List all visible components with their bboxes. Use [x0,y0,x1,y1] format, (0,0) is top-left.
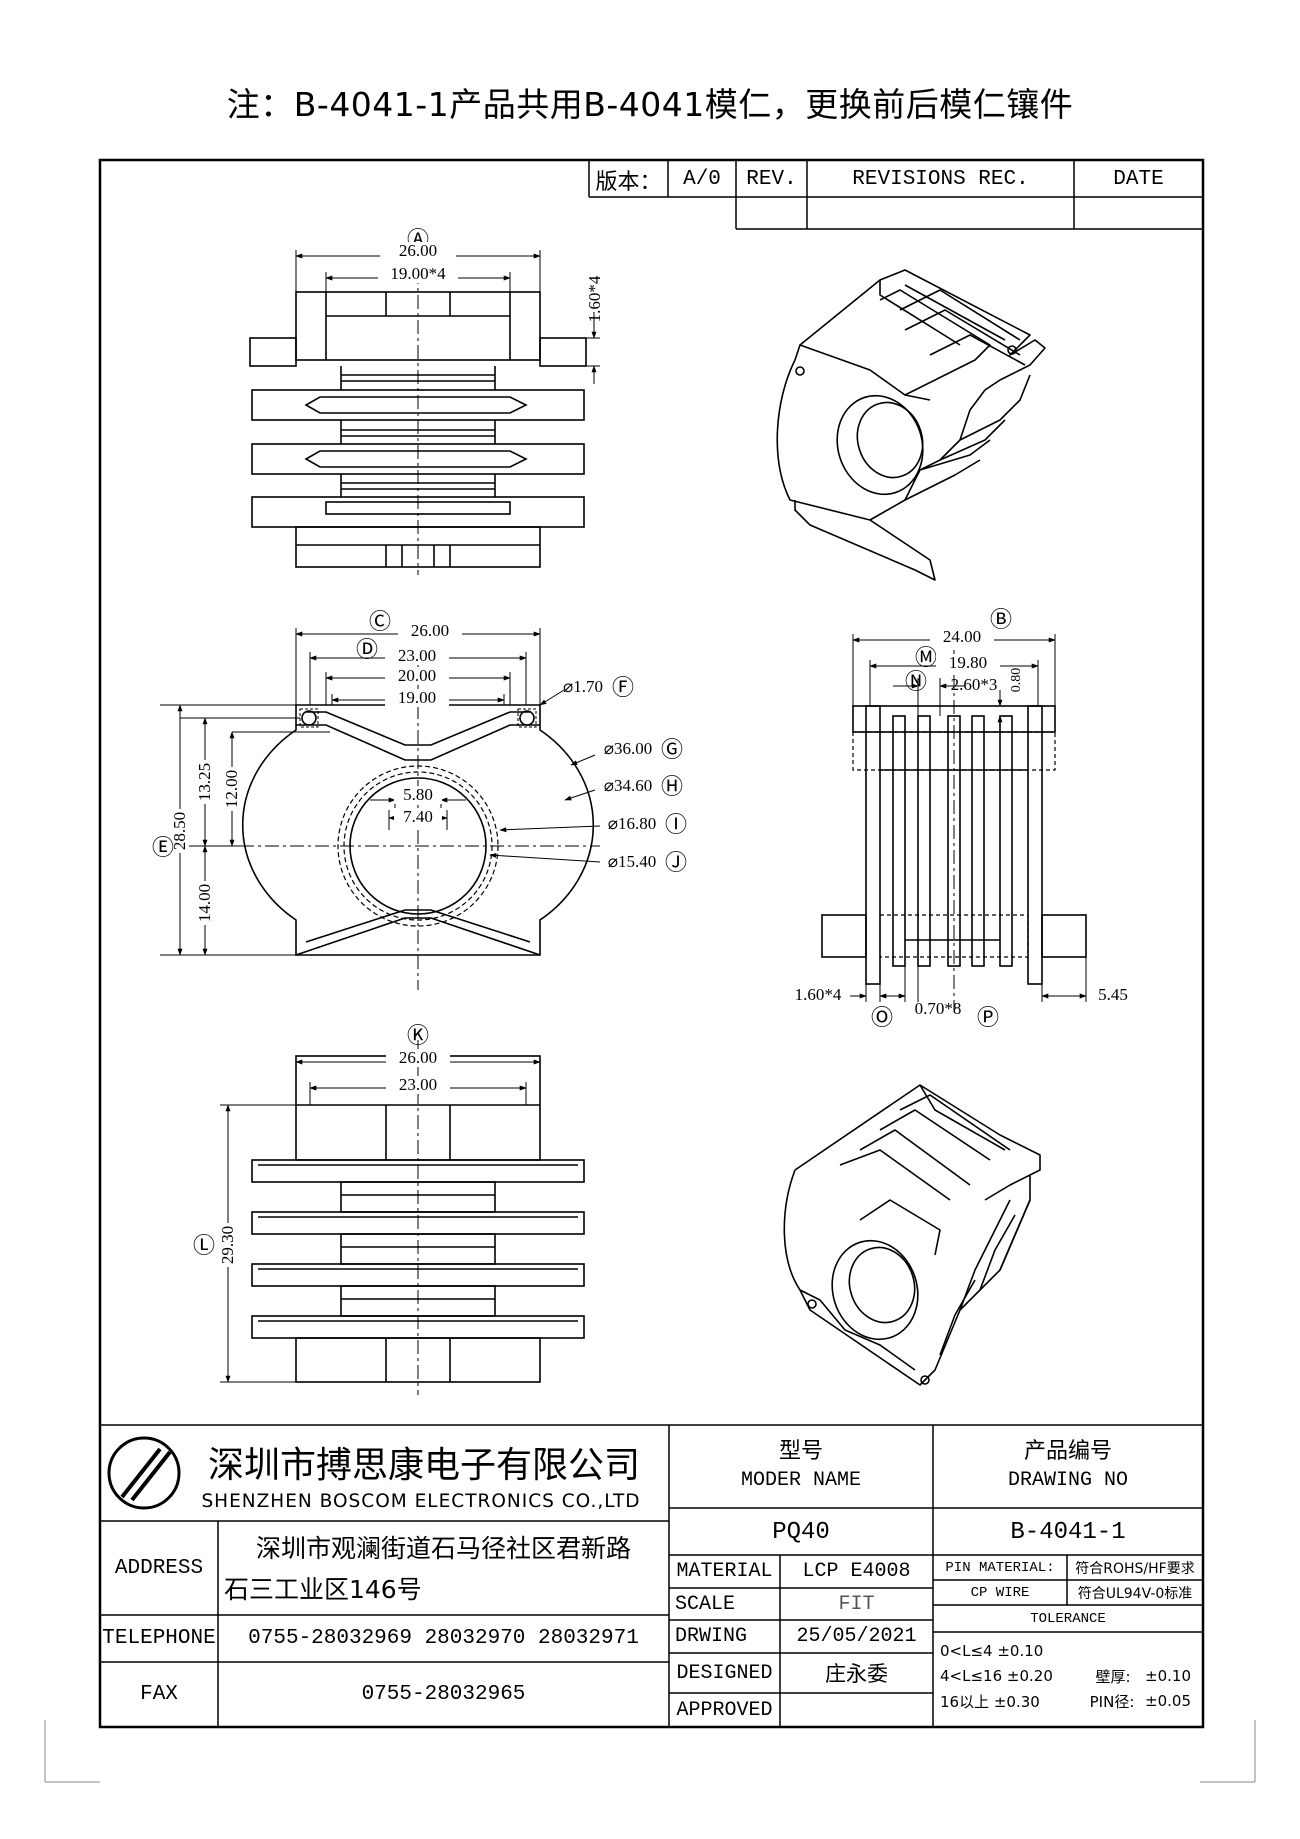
dim-c-1325: 13.25 [195,760,214,804]
dim-k-height: 29.30 [218,1223,237,1267]
dim-c-bore-154: ⌀15.40 [607,852,657,871]
tolerance-row-2: 4<L≤16 ±0.20 [940,1667,1053,1685]
scale-label: SCALE [675,1592,736,1616]
material-value: LCP E4008 [802,1560,911,1583]
pin-label: PIN径: [1089,1692,1135,1711]
dim-c-od-36: ⌀36.00 [603,739,653,758]
date-header: DATE [1113,168,1164,191]
dim-b-flange: 1.60*4 [794,985,842,1004]
balloon-h: Ⓗ [660,775,683,800]
revisions-rec-header: REVISIONS REC. [852,168,1029,191]
balloon-p: Ⓟ [976,1006,999,1031]
dim-k-width: 26.00 [386,1048,450,1067]
dim-b-pin-pitch: 0.70*8 [914,999,962,1018]
scale-value: FIT [838,1592,875,1616]
drawing-label-cn: 产品编号 [1023,1439,1112,1464]
revision-table-lines [588,160,1203,230]
iso-view-top [776,269,1046,581]
designed-label: DESIGNED [676,1661,773,1685]
pin-value: ±0.05 [1145,1692,1191,1710]
dim-c-od-346: ⌀34.60 [603,776,653,795]
company-logo [107,1436,181,1510]
dim-c-1200: 12.00 [222,767,241,811]
model-label-cn: 型号 [778,1439,823,1464]
dim-c-hole-pitch: 23.00 [385,646,449,665]
drawing-date-value: 25/05/2021 [796,1625,917,1648]
drawing-date-label: DRWING [675,1625,748,1648]
model-label-en: MODER NAME [740,1468,862,1492]
balloon-c: Ⓒ [368,610,391,635]
rohs-note: 符合ROHS/HF要求 [1075,1561,1195,1577]
dim-k-inner: 23.00 [386,1075,450,1094]
dim-c-740: 7.40 [394,807,442,826]
balloon-d: Ⓓ [355,638,378,663]
balloon-i: Ⓘ [664,813,687,838]
telephone-label: TELEPHONE [102,1627,216,1650]
balloon-o: Ⓞ [870,1006,893,1031]
wall-label: 壁厚: [1095,1667,1131,1686]
address-label: ADDRESS [114,1556,204,1580]
drawing-value: B-4041-1 [1010,1518,1126,1546]
wall-value: ±0.10 [1145,1667,1191,1685]
material-label: MATERIAL [676,1560,773,1583]
address-line-1: 深圳市观澜街道石马径社区君新路 [255,1534,631,1563]
tolerance-label: TOLERANCE [1030,1610,1106,1627]
crop-marks [44,1720,1256,1783]
dim-b-gap: 0.80 [1009,667,1024,693]
sheet-frame [98,158,1205,1729]
address-line-2: 石三工业区146号 [224,1575,422,1604]
tolerance-row-3: 16以上 ±0.30 [940,1692,1040,1711]
iso-view-bottom [783,1084,1041,1386]
tolerance-row-1: 0<L≤4 ±0.10 [940,1642,1044,1660]
dim-a-width: 26.00 [380,241,456,260]
rev-header: REV. [746,168,797,191]
dim-c-pin-hole: ⌀1.70 [563,677,603,696]
balloon-j: Ⓙ [664,851,687,876]
balloon-l: Ⓛ [192,1234,215,1259]
designed-value: 庄永委 [825,1662,888,1686]
balloon-n: Ⓝ [904,670,927,695]
company-name-en: SHENZHEN BOSCOM ELECTRONICS CO.,LTD [201,1490,641,1512]
dim-a-flange-thick: 1.60*4 [585,275,604,323]
drawing-label-en: DRAWING NO [1007,1468,1129,1492]
telephone-value: 0755-28032969 28032970 28032971 [248,1627,639,1650]
dim-c-580: 5.80 [394,785,442,804]
balloon-f: Ⓕ [611,676,634,701]
title-block-lines [100,1424,1203,1727]
dim-c-bore-168: ⌀16.80 [607,814,657,833]
balloon-m: Ⓜ [914,646,937,671]
cp-wire: CP WIRE [970,1584,1030,1601]
version-label: 版本： [595,169,662,195]
version-value: A/0 [683,168,721,191]
dim-a-flange-pitch: 19.00*4 [378,264,458,283]
balloon-k: Ⓚ [406,1024,429,1049]
balloon-g: Ⓖ [660,738,683,763]
dim-c-slot-width: 19.00 [385,688,449,707]
model-value: PQ40 [772,1518,830,1546]
balloon-b: Ⓑ [989,608,1012,633]
fax-value: 0755-28032965 [361,1683,526,1706]
dim-c-width: 26.00 [398,621,462,640]
company-name-cn: 深圳市搏思康电子有限公司 [207,1445,640,1486]
fax-label: FAX [140,1683,178,1706]
drawing-note: 注：B-4041-1产品共用B-4041模仁，更换前后模仁镶件 [226,85,1074,124]
dim-b-inner: 19.80 [936,653,1000,672]
balloon-e: Ⓔ [151,836,174,861]
dim-c-inner-width: 20.00 [385,666,449,685]
dim-b-width: 24.00 [930,627,994,646]
approved-label: APPROVED [676,1698,773,1722]
dim-b-pin-len: 5.45 [1098,985,1128,1004]
pin-material-label: PIN MATERIAL: [945,1560,1055,1576]
dim-b-slot: 2.60*3 [950,675,998,694]
dim-c-1400: 14.00 [195,881,214,925]
ul-note: 符合UL94V-0标准 [1077,1585,1193,1602]
